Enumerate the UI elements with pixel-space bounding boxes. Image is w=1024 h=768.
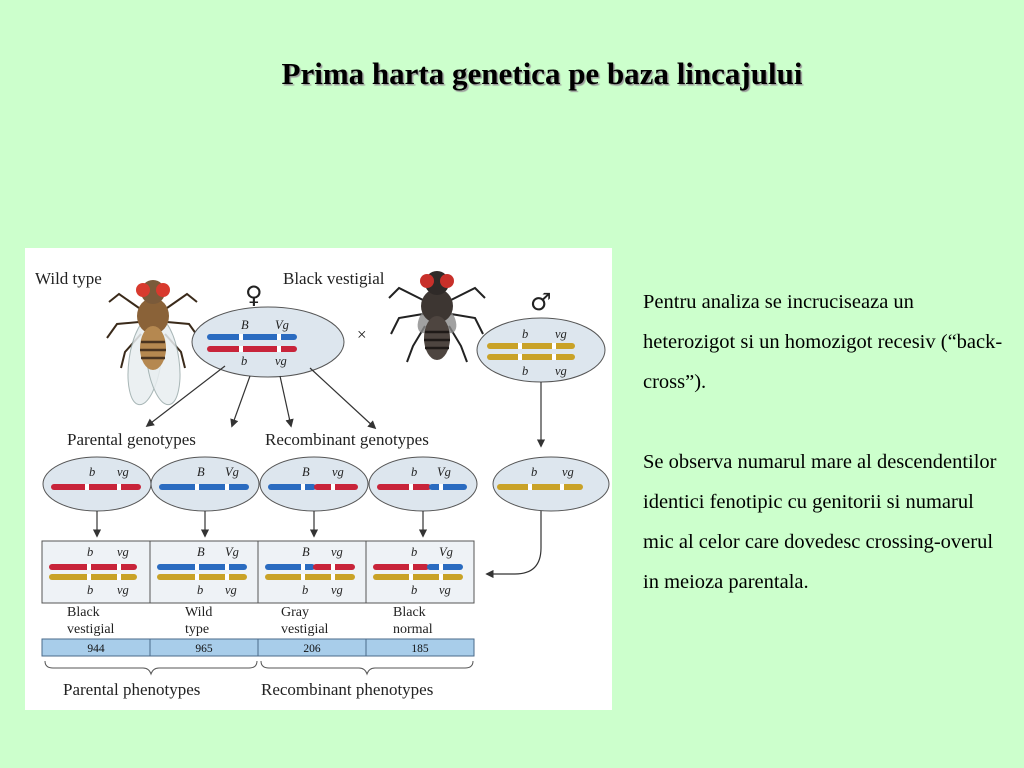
count-black-normal: 185 (411, 643, 429, 655)
gamete-B-Vg: B Vg (150, 456, 260, 512)
svg-text:Vg: Vg (437, 465, 451, 479)
svg-text:b: b (411, 545, 417, 559)
svg-text:vg: vg (332, 465, 344, 479)
parental-genotypes-label: Parental genotypes (67, 430, 196, 449)
svg-text:Vg: Vg (439, 545, 453, 559)
cross-symbol: × (357, 325, 367, 344)
offspring-black-vestigial-genotype: b vg b vg (49, 545, 137, 597)
offspring-black-normal-genotype: b Vg b vg (373, 545, 463, 597)
svg-text:b: b (411, 583, 417, 597)
female-parent-genotype: B Vg b vg (191, 306, 345, 378)
svg-text:vg: vg (555, 327, 567, 341)
female-symbol: ♀ (245, 281, 263, 309)
explanation-text: Pentru analiza se incruciseaza un hetero… (643, 282, 1003, 602)
black-vestigial-label: Black vestigial (283, 269, 385, 288)
recombinant-phenotypes-label: Recombinant phenotypes (261, 680, 433, 699)
count-black-vestigial: 944 (87, 643, 105, 655)
svg-text:b: b (522, 327, 528, 341)
gamete-b-Vg: b Vg (368, 456, 478, 512)
svg-text:vg: vg (275, 354, 287, 368)
phenotype-brackets (44, 660, 474, 676)
svg-text:vg: vg (555, 364, 567, 378)
gamete-B-vg: B vg (259, 456, 369, 512)
gamete-b-vg: b vg (42, 456, 152, 512)
svg-text:b: b (531, 465, 537, 479)
phenotype-4-line2: normal (393, 622, 433, 637)
male-symbol: ♂ (530, 288, 552, 316)
phenotype-3-line2: vestigial (281, 622, 329, 637)
offspring-gray-vestigial-genotype: B vg b vg (265, 545, 355, 597)
fertilization-arrows (92, 511, 542, 579)
svg-text:B: B (197, 465, 205, 479)
svg-text:vg: vg (117, 583, 129, 597)
count-wild-type: 965 (195, 643, 213, 655)
svg-text:vg: vg (225, 583, 237, 597)
svg-text:Vg: Vg (275, 318, 289, 332)
svg-text:vg: vg (117, 465, 129, 479)
phenotype-3-line1: Gray (281, 605, 309, 620)
svg-text:B: B (302, 465, 310, 479)
svg-text:B: B (197, 545, 205, 559)
parental-phenotypes-label: Parental phenotypes (63, 680, 200, 699)
wild-type-fly-icon (106, 280, 200, 406)
phenotype-4-line1: Black (393, 605, 426, 620)
svg-text:b: b (89, 465, 95, 479)
phenotype-1-line1: Black (67, 605, 100, 620)
paragraph-crossing-over: Se observa numarul mare al descendentilo… (643, 451, 997, 593)
paragraph-backcross: Pentru analiza se incruciseaza un hetero… (643, 291, 1003, 393)
svg-text:b: b (241, 354, 247, 368)
svg-text:b: b (197, 583, 203, 597)
offspring-genotypes-table (41, 540, 475, 604)
offspring-wild-type-genotype: B Vg b vg (157, 545, 247, 597)
linkage-cross-diagram: Wild type Black vestigial ♀ ♂ × (25, 248, 612, 710)
male-parent-genotype: b vg b vg (476, 317, 606, 383)
svg-text:vg: vg (117, 545, 129, 559)
svg-text:b: b (411, 465, 417, 479)
slide-title: Prima harta genetica pe baza lincajului (281, 56, 803, 91)
svg-text:b: b (87, 545, 93, 559)
svg-text:B: B (302, 545, 310, 559)
svg-text:vg: vg (331, 583, 343, 597)
svg-text:Vg: Vg (225, 465, 239, 479)
phenotype-1-line2: vestigial (67, 622, 115, 637)
svg-text:vg: vg (439, 583, 451, 597)
gamete-male-b-vg: b vg (492, 456, 610, 512)
recombinant-genotypes-label: Recombinant genotypes (265, 430, 429, 449)
wild-type-label: Wild type (35, 269, 102, 288)
offspring-counts-bar: 944 965 206 185 (41, 638, 475, 657)
black-vestigial-fly-icon (388, 271, 486, 363)
svg-text:b: b (522, 364, 528, 378)
svg-text:Vg: Vg (225, 545, 239, 559)
phenotype-2-line2: type (185, 622, 209, 637)
meiosis-arrows (145, 365, 546, 448)
svg-text:b: b (302, 583, 308, 597)
svg-text:B: B (241, 318, 249, 332)
phenotype-2-line1: Wild (185, 605, 212, 620)
svg-text:vg: vg (331, 545, 343, 559)
svg-text:b: b (87, 583, 93, 597)
svg-text:vg: vg (562, 465, 574, 479)
count-gray-vestigial: 206 (303, 643, 321, 655)
